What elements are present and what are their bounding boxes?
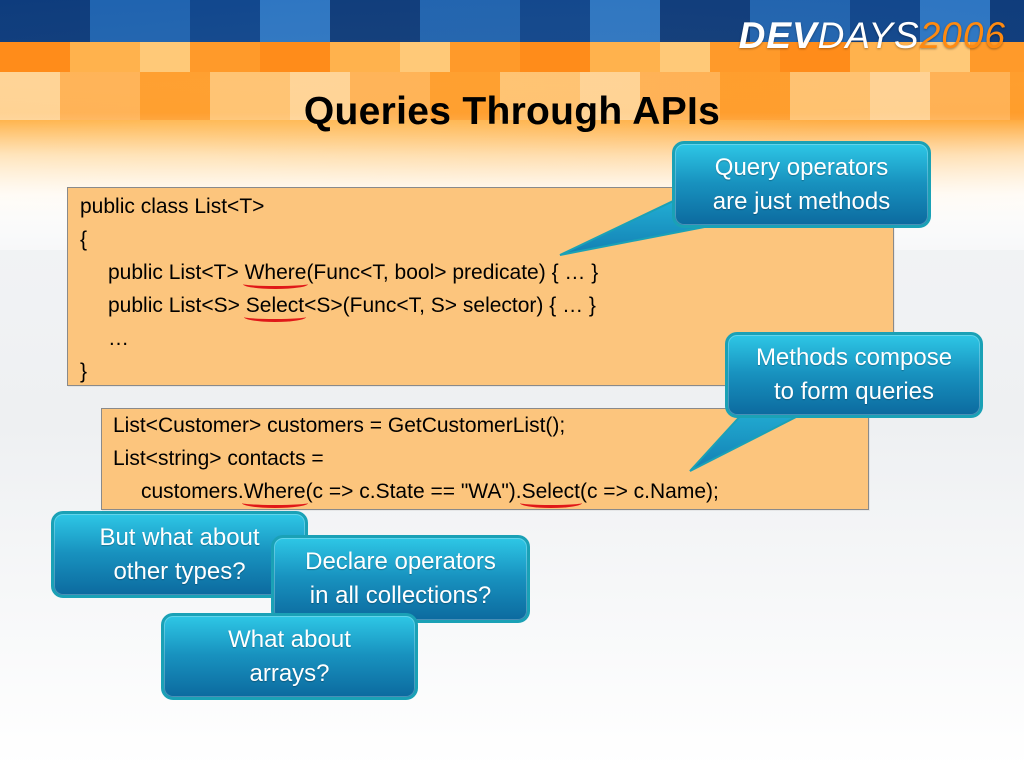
where-highlight: Where — [243, 480, 306, 503]
devdays-logo: DEVDAYS2006 — [739, 16, 1006, 56]
callout-text: in all collections? — [309, 582, 492, 609]
logo-dev: DEV — [738, 15, 818, 56]
callout-text: to form queries — [773, 378, 935, 405]
logo-days: DAYS — [817, 15, 920, 56]
callout-text: other types? — [113, 557, 246, 585]
select-highlight: Select — [245, 294, 305, 317]
code-line-ellipsis: … — [80, 322, 893, 355]
callout-declare-operators: Declare operators in all collections? — [271, 535, 530, 623]
code-box-query-usage: List<Customer> customers = GetCustomerLi… — [101, 408, 869, 510]
callout-text: are just methods — [712, 187, 891, 215]
code-line: List<Customer> customers = GetCustomerLi… — [113, 414, 566, 437]
code-text: (Func<T, bool> predicate) { … } — [306, 261, 599, 284]
code-text: public List<S> — [108, 294, 246, 317]
code-text: (c => c.State == "WA"). — [305, 480, 522, 503]
code-line-where: public List<T> Where(Func<T, bool> predi… — [80, 256, 893, 289]
where-highlight: Where — [244, 261, 307, 284]
callout-arrays: What about arrays? — [161, 613, 418, 700]
code-line: } — [80, 360, 88, 383]
callout-text: arrays? — [249, 659, 330, 687]
callout-text: Query operators — [714, 153, 889, 181]
callout-text: What about — [228, 625, 351, 653]
select-highlight: Select — [521, 480, 580, 503]
code-line: { — [80, 228, 88, 251]
slide-title: Queries Through APIs — [303, 90, 721, 133]
code-text: public List<T> — [108, 261, 245, 284]
logo-year: 2006 — [919, 15, 1006, 56]
callout-query-operators: Query operators are just methods — [672, 141, 931, 228]
callout-methods-compose: Methods compose to form queries — [725, 332, 983, 418]
code-text: … — [108, 327, 129, 350]
code-line-query: customers.Where(c => c.State == "WA").Se… — [113, 475, 868, 508]
callout-text: But what about — [99, 523, 260, 551]
code-text: <S>(Func<T, S> selector) { … } — [304, 294, 596, 317]
callout-text: Declare operators — [305, 548, 496, 575]
code-text: (c => c.Name); — [579, 480, 719, 503]
code-line: public class List<T> — [80, 195, 265, 218]
callout-text: Methods compose — [755, 344, 953, 371]
callout-other-types: But what about other types? — [51, 511, 308, 598]
code-line: List<string> contacts = — [113, 447, 324, 470]
code-line-select: public List<S> Select<S>(Func<T, S> sele… — [80, 289, 893, 322]
code-text: customers. — [141, 480, 244, 503]
